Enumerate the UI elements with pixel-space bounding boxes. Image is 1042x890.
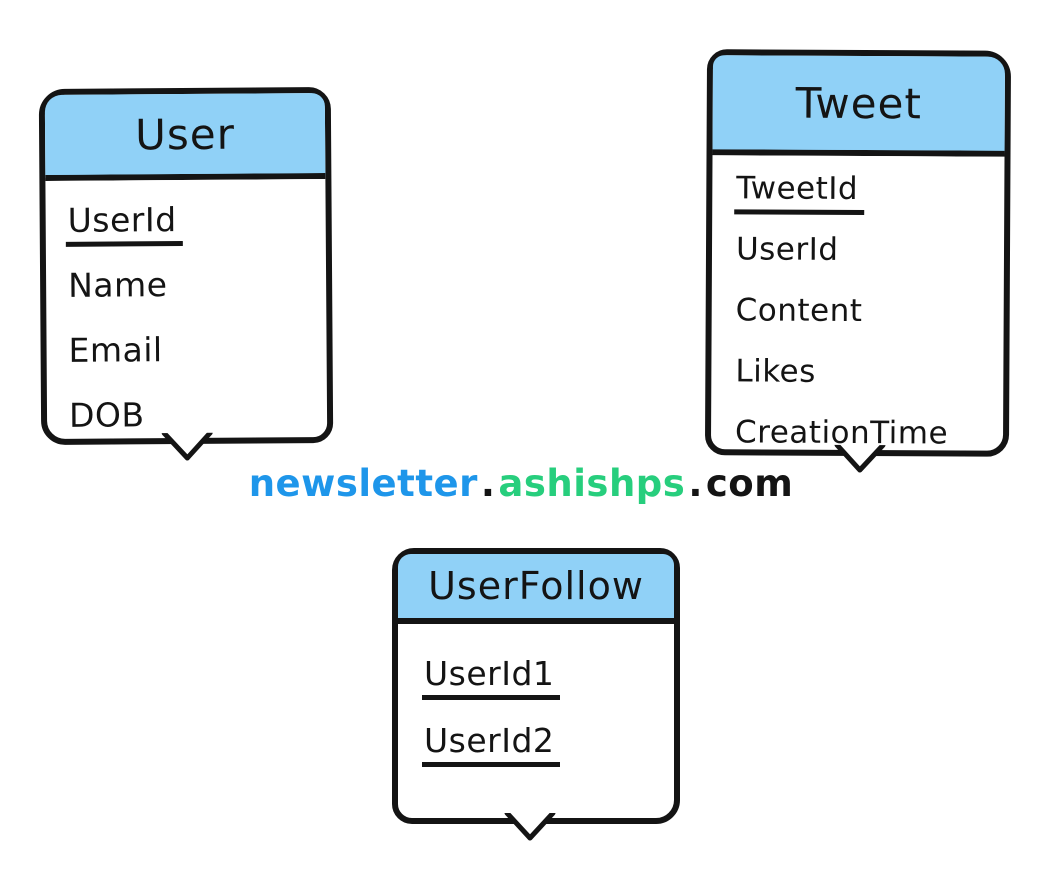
field-row: Name bbox=[68, 254, 316, 321]
field-row: UserId bbox=[65, 195, 316, 256]
field-name: Likes bbox=[735, 353, 816, 390]
watermark: newsletter.ashishps.com bbox=[0, 462, 1042, 505]
watermark-ashishps: ashishps bbox=[498, 462, 686, 505]
field-name: UserId bbox=[735, 231, 839, 268]
field-name: UserId1 bbox=[422, 653, 561, 701]
field-name: TweetId bbox=[734, 169, 865, 215]
field-row: UserId2 bbox=[422, 713, 664, 780]
entity-header-user: User bbox=[44, 93, 326, 181]
entity-title: User bbox=[135, 109, 236, 159]
speech-bubble-tail-icon bbox=[161, 432, 213, 461]
field-row: UserId bbox=[736, 221, 998, 283]
field-row: TweetId bbox=[734, 165, 998, 222]
field-name: UserId2 bbox=[422, 720, 561, 768]
field-name: Email bbox=[68, 330, 163, 370]
speech-bubble-tail-icon bbox=[834, 444, 886, 473]
field-row: Email bbox=[68, 319, 316, 386]
entity-header-tweet: Tweet bbox=[712, 55, 1006, 157]
entity-header-userfollow: UserFollow bbox=[398, 554, 674, 624]
field-name: UserId bbox=[65, 199, 183, 248]
entity-title: UserFollow bbox=[428, 564, 644, 608]
entity-title: Tweet bbox=[795, 78, 923, 128]
field-name: DOB bbox=[68, 395, 145, 435]
field-name: Content bbox=[735, 292, 863, 330]
field-row: Likes bbox=[735, 343, 997, 405]
speech-bubble-tail-icon bbox=[504, 813, 556, 841]
entity-card-user: User UserId Name Email DOB bbox=[38, 86, 334, 461]
field-name: Name bbox=[67, 265, 168, 305]
entity-fields-user: UserId Name Email DOB bbox=[45, 179, 327, 451]
watermark-dot: . bbox=[480, 462, 496, 505]
field-row: Content bbox=[736, 282, 998, 344]
watermark-dot: . bbox=[688, 462, 703, 505]
watermark-newsletter: newsletter bbox=[248, 462, 478, 505]
entity-card-tweet: Tweet TweetId UserId Content Likes Creat… bbox=[704, 49, 1012, 473]
field-row: UserId1 bbox=[422, 646, 664, 713]
entity-fields-userfollow: UserId1 UserId2 bbox=[398, 624, 674, 780]
entity-fields-tweet: TweetId UserId Content Likes CreationTim… bbox=[711, 155, 1005, 467]
entity-card-userfollow: UserFollow UserId1 UserId2 bbox=[392, 548, 680, 841]
watermark-com: com bbox=[705, 462, 794, 505]
